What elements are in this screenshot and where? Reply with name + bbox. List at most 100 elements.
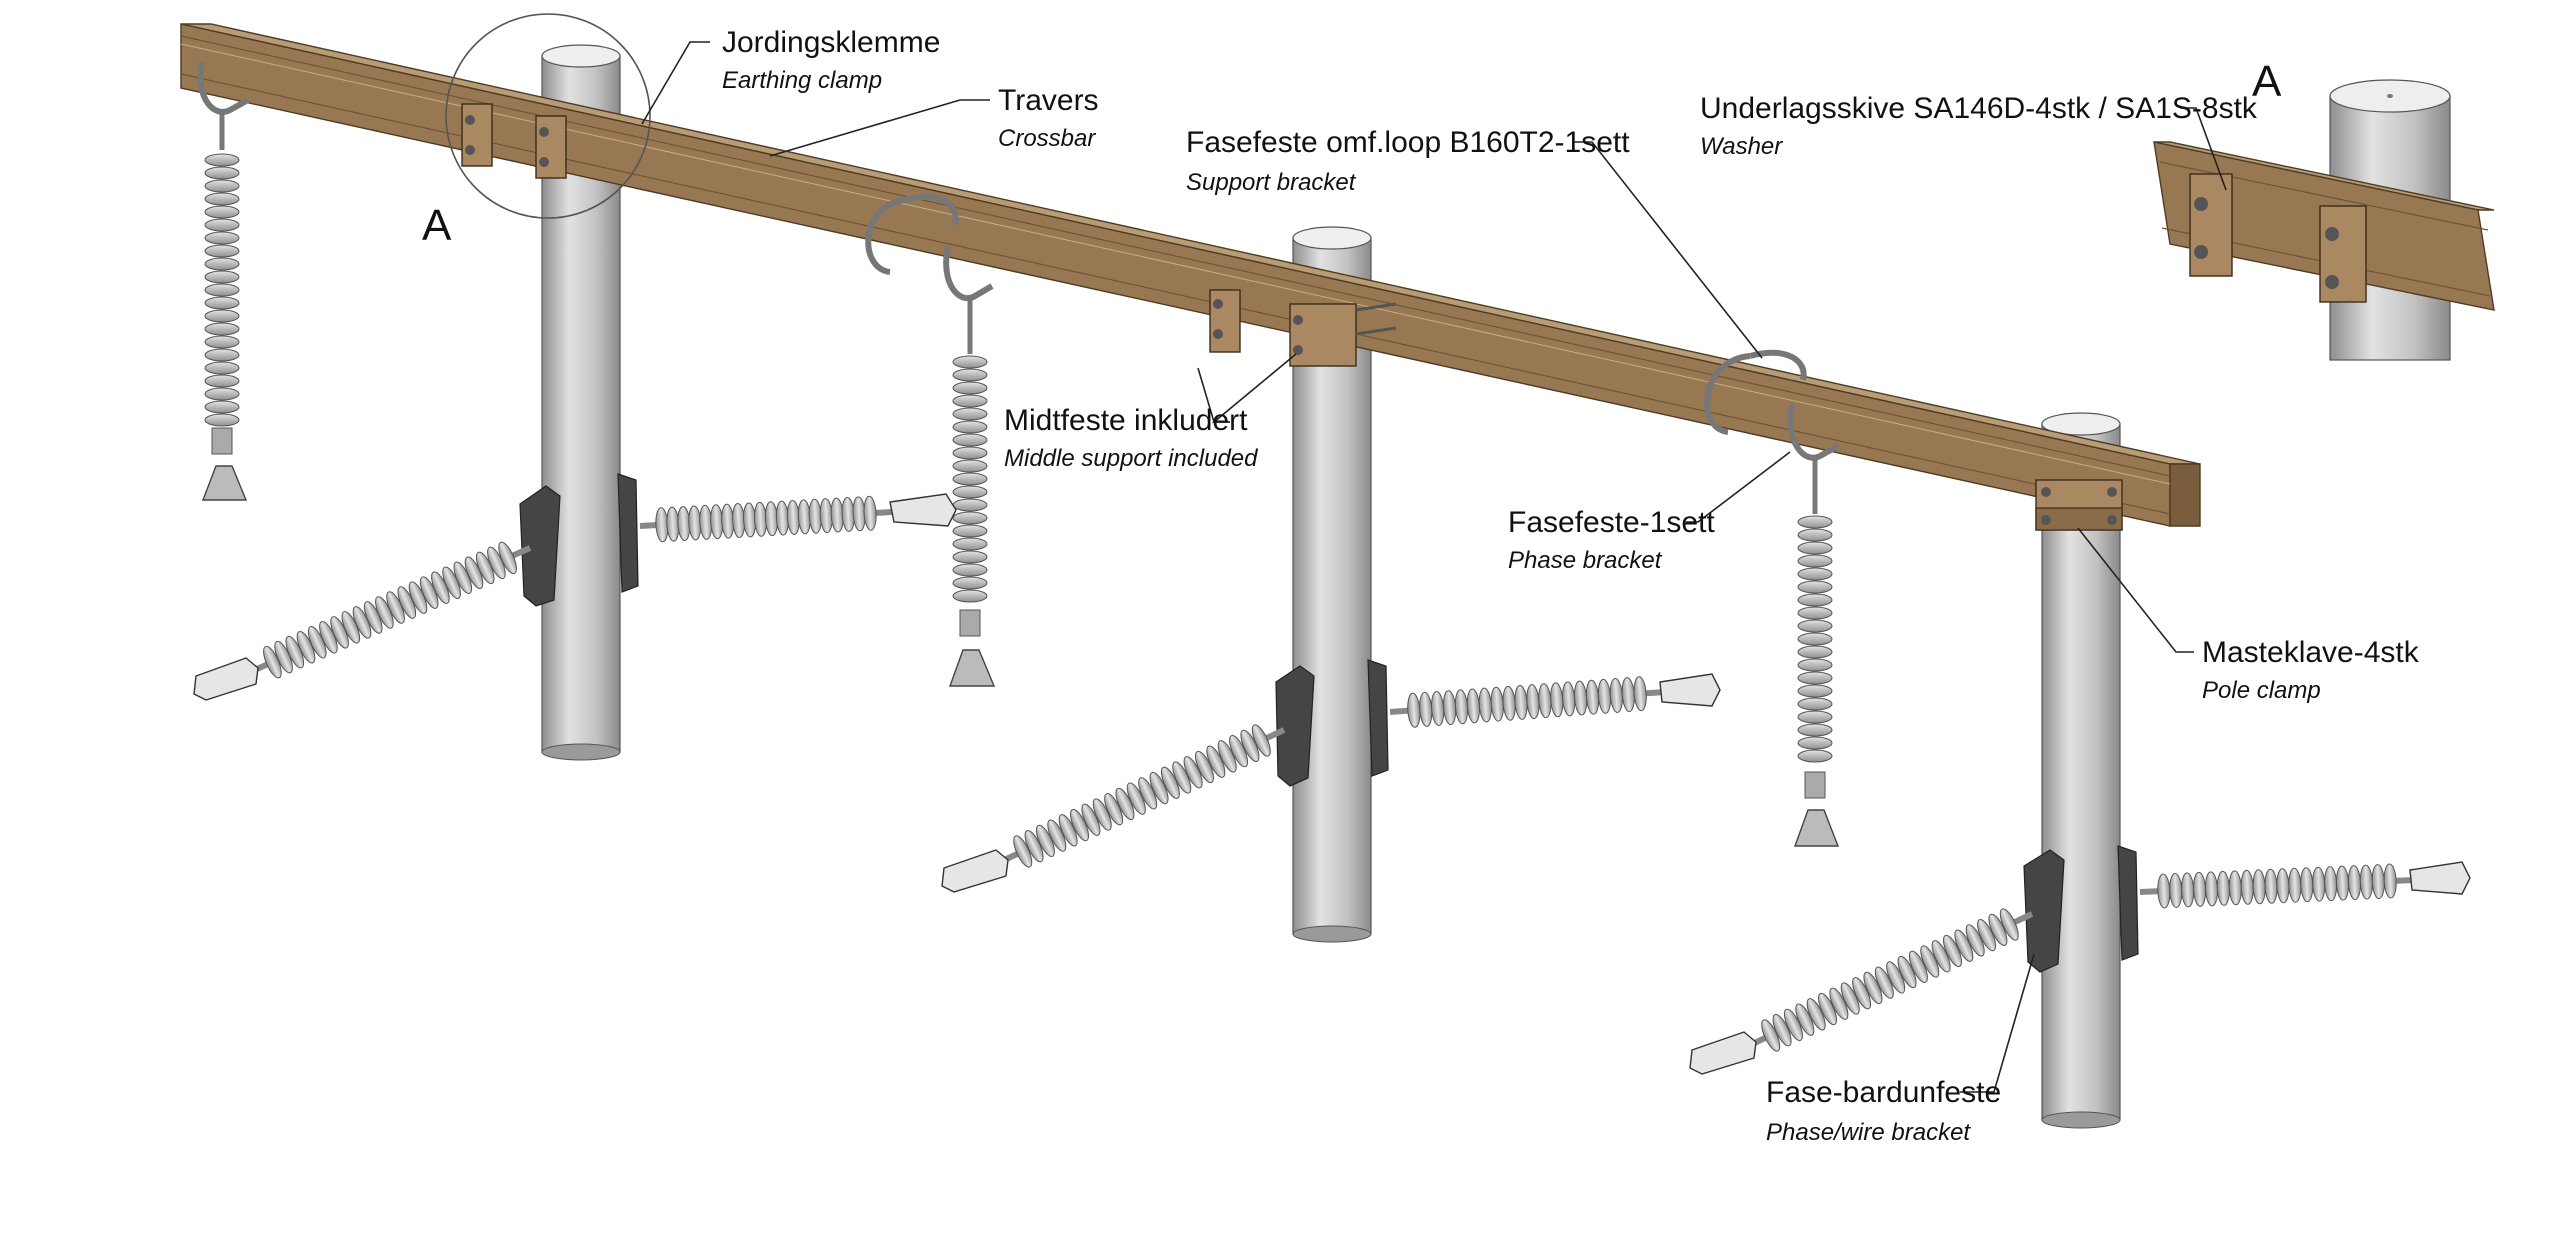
strain-assembly-left — [193, 473, 957, 701]
support-bracket-loop-2 — [1704, 349, 1807, 435]
insulator-disc — [1897, 955, 1917, 989]
insulator-disc — [1783, 1008, 1803, 1042]
crossbar-beam — [180, 23, 2201, 527]
label-middle-support: Midtfeste inkludert Middle support inclu… — [1004, 404, 1258, 472]
insulator-disc — [2324, 866, 2338, 902]
insulator-disc — [952, 524, 988, 538]
insulator-disc — [1047, 819, 1067, 852]
insulator-disc — [1573, 680, 1588, 716]
label-washer: Underlagsskive SA146D-4stk / SA1S-8stk W… — [1700, 92, 2258, 160]
insulator-disc — [1058, 814, 1078, 847]
insulator-disc — [1597, 678, 1612, 714]
insulator-disc — [1466, 688, 1481, 724]
insulator-disc — [2383, 863, 2397, 899]
insulator-disc — [1988, 913, 2008, 946]
svg-text:Washer: Washer — [1700, 133, 1783, 160]
insulator-disc — [952, 355, 988, 369]
label-earthing-clamp: Jordingsklemme Earthing clamp — [722, 26, 940, 94]
insulator-disc — [2264, 868, 2278, 904]
pole-clamp-middle — [1209, 289, 1397, 367]
insulator-disc — [1206, 745, 1226, 778]
insulator-disc — [2252, 869, 2266, 905]
leader-lines — [641, 41, 2227, 1093]
insulator-disc — [1797, 645, 1833, 659]
label-phase-bracket: Fasefeste-1sett Phase bracket — [1508, 506, 1715, 574]
insulator-disc — [1160, 766, 1180, 799]
insulator-disc — [952, 589, 988, 603]
insulator-disc — [952, 550, 988, 564]
svg-text:Pole clamp: Pole clamp — [2202, 677, 2321, 704]
insulator-disc — [1514, 684, 1528, 720]
insulator-disc — [1772, 1014, 1792, 1047]
insulator-disc — [1797, 632, 1833, 646]
insulator-disc — [1431, 691, 1445, 726]
insulator-disc — [952, 472, 988, 486]
svg-text:Jordingsklemme: Jordingsklemme — [722, 26, 940, 59]
insulator-disc — [1818, 992, 1838, 1026]
insulator-disc — [952, 394, 988, 408]
insulator-disc — [1419, 691, 1433, 727]
insulator-disc — [952, 537, 988, 551]
insulator-disc — [1092, 798, 1112, 831]
insulator-disc — [1229, 734, 1249, 768]
insulator-disc — [1149, 771, 1169, 805]
insulator-disc — [204, 257, 240, 271]
pole-right — [2041, 412, 2121, 1129]
insulator-disc — [1797, 554, 1833, 568]
insulator-disc — [1442, 690, 1457, 726]
hanging-insulator-1 — [197, 61, 250, 501]
insulator-disc — [1478, 687, 1492, 723]
insulator-disc — [1886, 961, 1906, 994]
insulator-disc — [2300, 867, 2314, 903]
insulator-disc — [204, 231, 240, 245]
svg-text:Fasefeste omf.loop B160T2-1set: Fasefeste omf.loop B160T2-1sett — [1186, 126, 1630, 159]
insulator-disc — [1035, 824, 1055, 858]
insulator-disc — [1852, 977, 1872, 1010]
insulator-disc — [2335, 865, 2350, 901]
insulator-disc — [1761, 1019, 1781, 1052]
insulator-disc — [1920, 945, 1940, 978]
insulator-disc — [952, 459, 988, 473]
insulator-disc — [1251, 724, 1271, 757]
insulator-disc — [204, 348, 240, 362]
svg-text:Phase/wire bracket: Phase/wire bracket — [1766, 1119, 1971, 1146]
detail-a-circle — [445, 13, 651, 219]
insulator-disc — [1863, 971, 1883, 1005]
insulator-disc — [1562, 681, 1576, 717]
insulator-disc — [1797, 567, 1833, 581]
insulator-disc — [204, 413, 240, 427]
insulator-disc — [1240, 729, 1260, 762]
insulator-disc — [1999, 908, 2019, 941]
insulator-disc — [952, 563, 988, 577]
insulator-disc — [204, 322, 240, 336]
insulator-disc — [1977, 918, 1997, 952]
insulator-disc — [1840, 982, 1860, 1015]
insulator-disc — [1829, 987, 1849, 1020]
insulator-disc — [1797, 606, 1833, 620]
hanging-insulator-3 — [1787, 403, 1840, 847]
insulator-disc — [1454, 689, 1469, 725]
insulator-disc — [1797, 736, 1833, 750]
insulator-disc — [1954, 929, 1974, 962]
detail-a-marker: A — [422, 201, 452, 250]
insulator-disc — [1797, 528, 1833, 542]
insulator-disc — [1797, 671, 1833, 685]
insulator-disc — [1126, 782, 1146, 815]
insulator-disc — [1526, 684, 1540, 720]
insulator-disc — [1797, 619, 1833, 633]
insulator-disc — [1942, 934, 1962, 968]
insulator-disc — [863, 495, 877, 531]
insulator-disc — [952, 407, 988, 421]
label-crossbar: Travers Crossbar — [998, 84, 1099, 152]
insulator-disc — [1621, 677, 1635, 713]
svg-text:Travers: Travers — [998, 84, 1099, 117]
insulator-disc — [498, 541, 517, 575]
insulator-disc — [1874, 966, 1894, 999]
insulator-disc — [2312, 866, 2326, 902]
insulator-disc — [2288, 867, 2302, 903]
insulator-disc — [1081, 803, 1101, 836]
support-bracket-loop-1 — [865, 193, 959, 275]
insulator-disc — [952, 420, 988, 434]
insulator-disc — [1797, 749, 1833, 763]
insulator-disc — [204, 179, 240, 193]
